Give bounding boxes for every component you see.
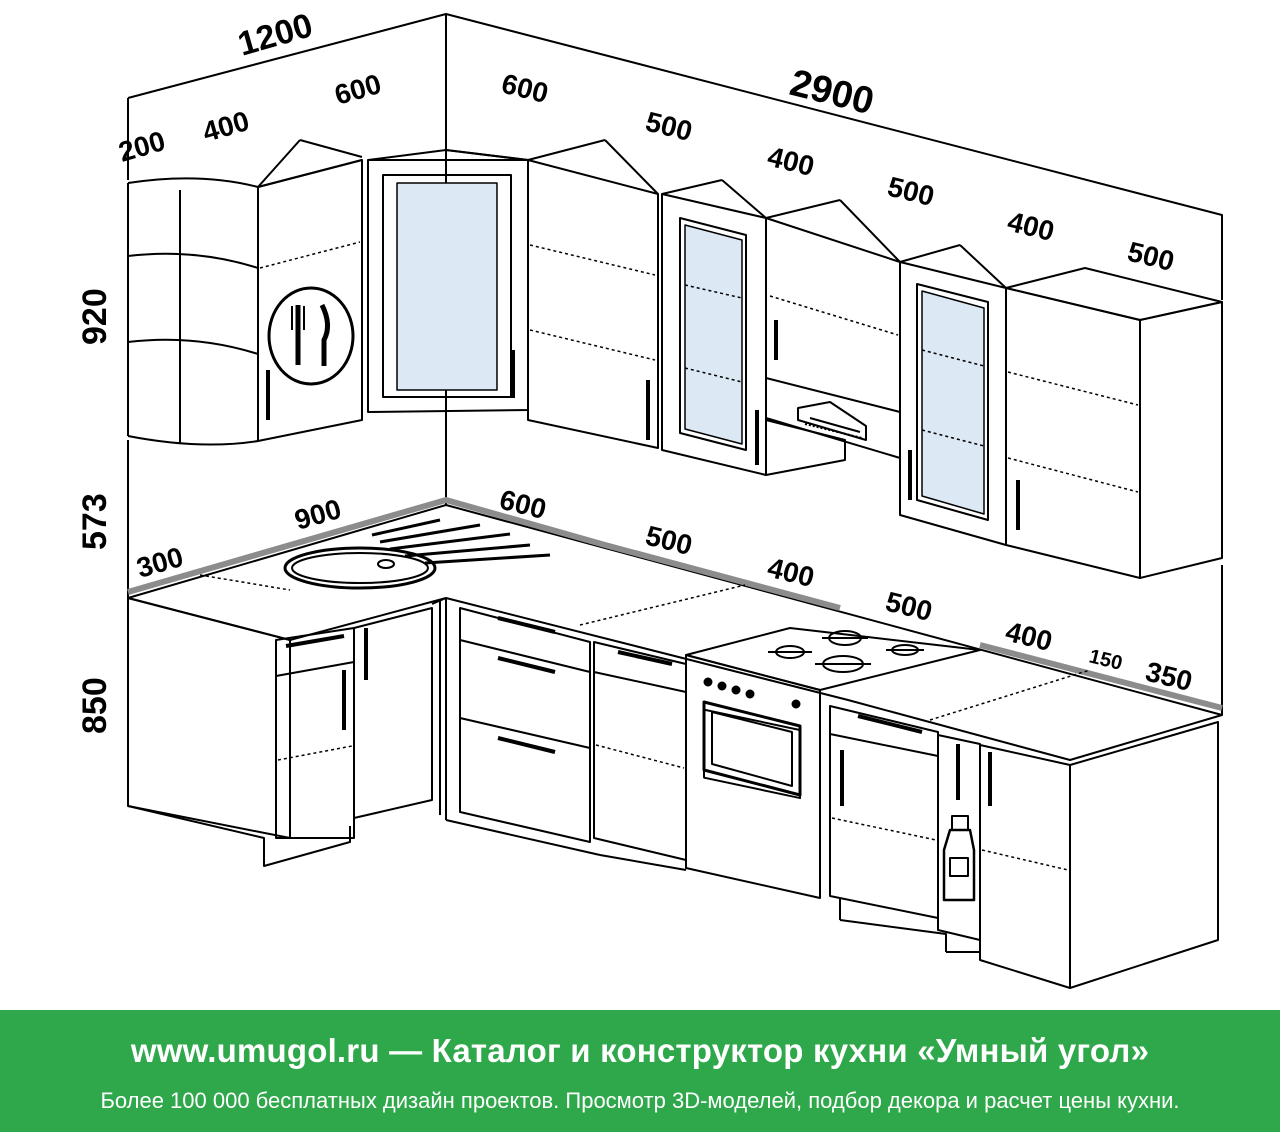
kitchen-diagram: 1200 200 400 600 2900 600 500 400 500 40… <box>76 6 1223 989</box>
lower-cabinet-right <box>829 705 1219 989</box>
dim-height-upper: 920 <box>76 288 114 345</box>
upper-glass-cabinet-400 <box>661 179 767 476</box>
dim-upper-500b: 500 <box>885 171 938 212</box>
dim-upper-500a: 500 <box>643 106 696 147</box>
dim-upper-400b: 400 <box>1005 206 1058 247</box>
dim-counter-500b: 500 <box>883 586 936 627</box>
dim-height-gap: 573 <box>76 493 114 550</box>
wall-outline <box>127 13 1223 300</box>
upper-cabinet-left <box>257 139 363 442</box>
dim-upper-500c: 500 <box>1125 236 1178 277</box>
dim-left-total: 1200 <box>234 6 317 63</box>
dim-left-400: 400 <box>199 105 252 148</box>
range-hood-icon <box>797 401 867 441</box>
upper-cabinet-600 <box>527 139 659 449</box>
lower-cabinet-left <box>127 597 447 867</box>
dimension-labels: 1200 200 400 600 2900 600 500 400 500 40… <box>76 6 1195 734</box>
hob-burners-icon <box>768 630 924 673</box>
kitchen-drawing: 1200 200 400 600 2900 600 500 400 500 40… <box>76 6 1223 989</box>
cutlery-icon <box>267 286 355 386</box>
sink-icon <box>283 518 551 590</box>
upper-glass-cabinet-400b <box>899 244 1020 546</box>
shelf-lines-upper <box>259 241 1139 493</box>
upper-cabinet-500 <box>1005 267 1223 579</box>
dim-left-200: 200 <box>115 125 168 168</box>
upper-corner-glass-cabinet <box>367 149 529 413</box>
banner-subtitle: Более 100 000 бесплатных дизайн проектов… <box>100 1088 1180 1113</box>
banner-title[interactable]: www.umugol.ru — Каталог и конструктор ку… <box>130 1032 1150 1069</box>
dim-counter-150: 150 <box>1087 646 1125 675</box>
upper-hood-cabinet <box>765 199 901 476</box>
dim-left-600: 600 <box>331 68 384 111</box>
lower-drawer-unit <box>445 607 687 871</box>
dim-right-total: 2900 <box>786 62 878 123</box>
stove-unit <box>685 627 981 899</box>
footer-banner: www.umugol.ru — Каталог и конструктор ку… <box>0 1010 1280 1132</box>
dim-upper-400a: 400 <box>765 141 818 182</box>
dim-upper-600: 600 <box>499 68 552 109</box>
countertop <box>127 497 1223 761</box>
bottle-icon <box>942 815 976 902</box>
dim-height-lower: 850 <box>76 677 114 734</box>
open-shelf-unit <box>127 177 259 446</box>
